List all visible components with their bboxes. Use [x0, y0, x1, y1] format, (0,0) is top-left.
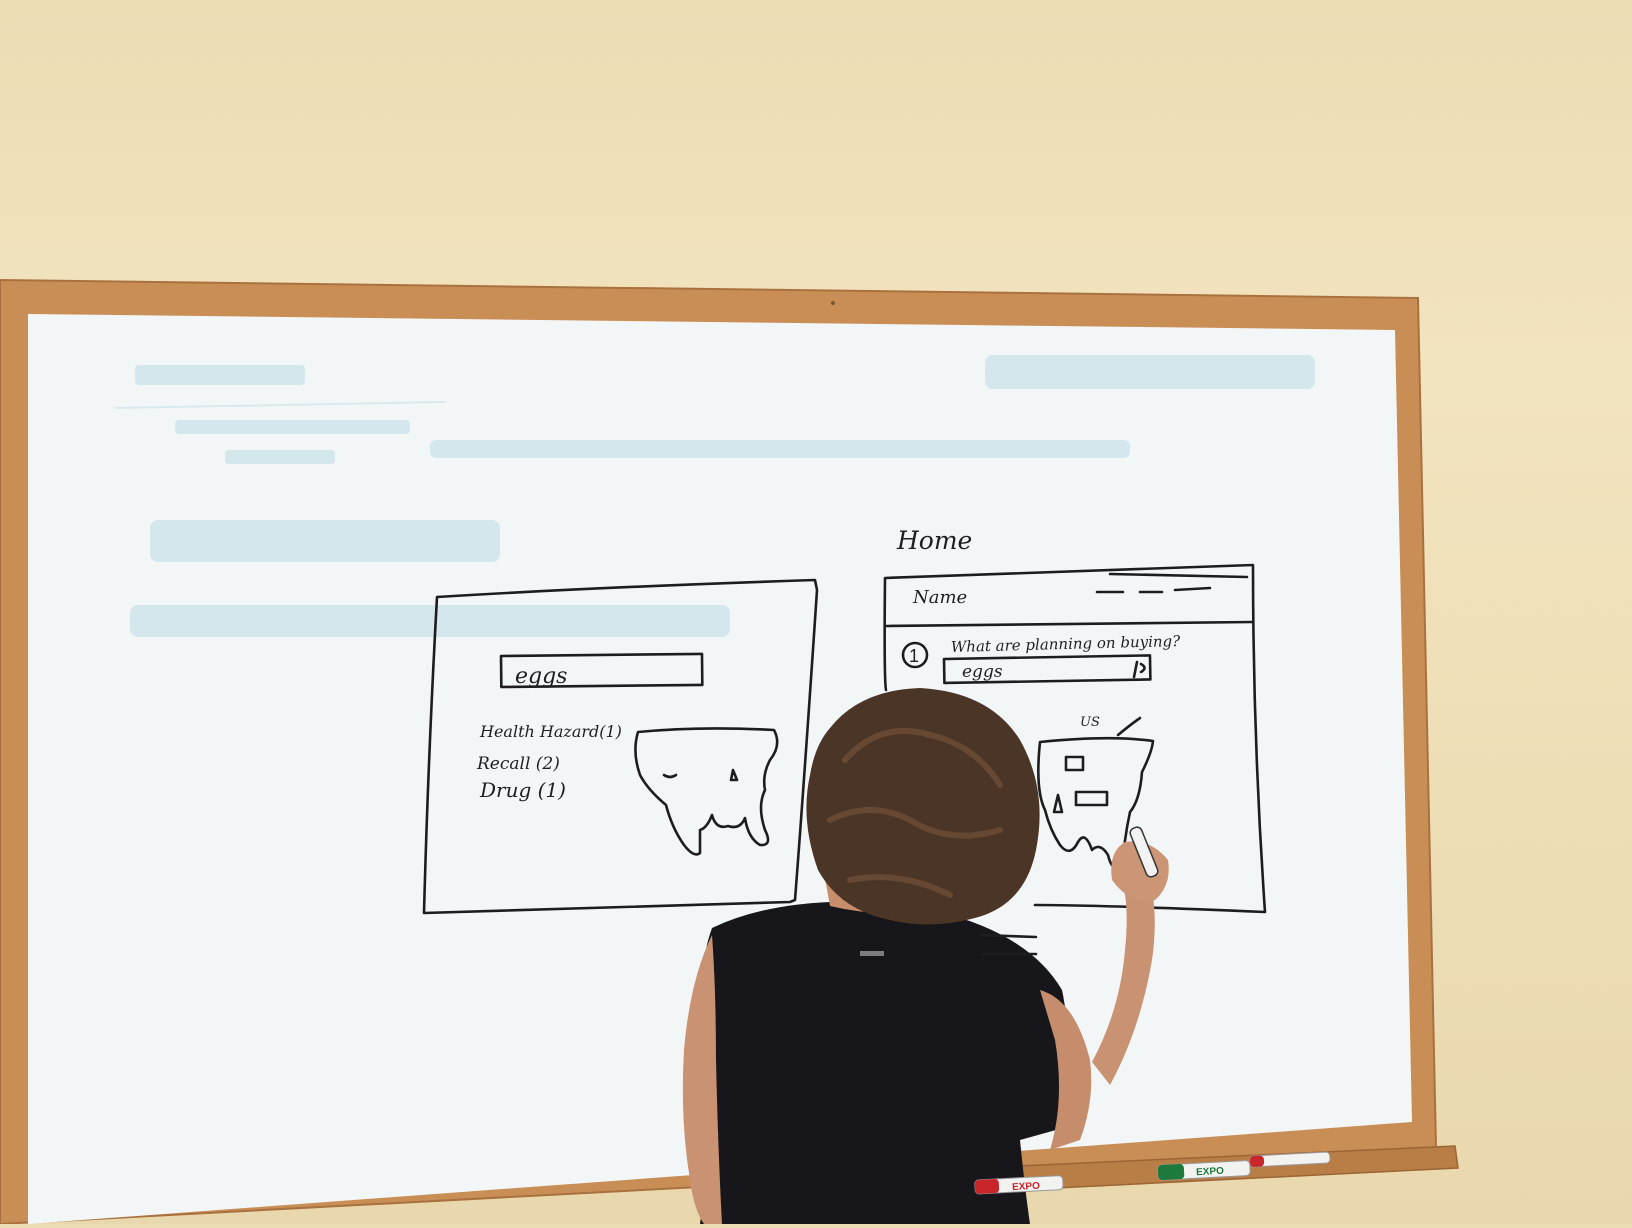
- left-sketch-frame: [422, 578, 819, 915]
- svg-text:EXPO: EXPO: [1196, 1166, 1225, 1178]
- frame-screw: [831, 301, 835, 305]
- person-hair: [806, 688, 1040, 925]
- person-forearm: [1092, 862, 1155, 1085]
- person-black-top: [696, 902, 1068, 1224]
- search-icon: [1132, 660, 1146, 679]
- right-search-value: eggs: [962, 662, 1003, 682]
- markers-on-tray: EXPO EXPO: [974, 1151, 1331, 1195]
- person-right-arm: [1040, 990, 1092, 1150]
- right-name-label: Name: [912, 587, 967, 608]
- erased-writing: [114, 355, 1315, 637]
- left-map-sketch: [634, 727, 779, 856]
- result-recall: Recall (2): [476, 754, 560, 774]
- red-expo-marker: EXPO: [974, 1175, 1064, 1195]
- person-left-arm: [682, 935, 722, 1224]
- result-health-hazard: Health Hazard(1): [479, 722, 622, 741]
- marker-in-hand: [1129, 826, 1159, 878]
- left-search-box: [499, 652, 704, 689]
- left-wireframe-sketch: eggs Health Hazard(1) Recall (2) Drug (1…: [422, 578, 819, 915]
- green-expo-marker: EXPO: [1157, 1160, 1251, 1181]
- right-map-sketch: [1037, 736, 1155, 872]
- garment-label: [860, 951, 884, 956]
- step-number: 1: [909, 646, 919, 666]
- result-drug: Drug (1): [479, 778, 566, 802]
- step-number-circle: [901, 641, 929, 669]
- svg-text:EXPO: EXPO: [1012, 1181, 1041, 1193]
- right-search-box: [942, 654, 1152, 685]
- right-sketch-heading: Home: [896, 526, 972, 555]
- person-hand: [1111, 841, 1169, 901]
- person-drawing-on-board: [682, 688, 1169, 1224]
- left-map-mark: [662, 768, 739, 782]
- right-header-divider: [883, 620, 1255, 628]
- red-cap-marker: [1249, 1151, 1331, 1168]
- right-map-label: US: [1080, 715, 1100, 730]
- left-search-value: eggs: [515, 664, 567, 689]
